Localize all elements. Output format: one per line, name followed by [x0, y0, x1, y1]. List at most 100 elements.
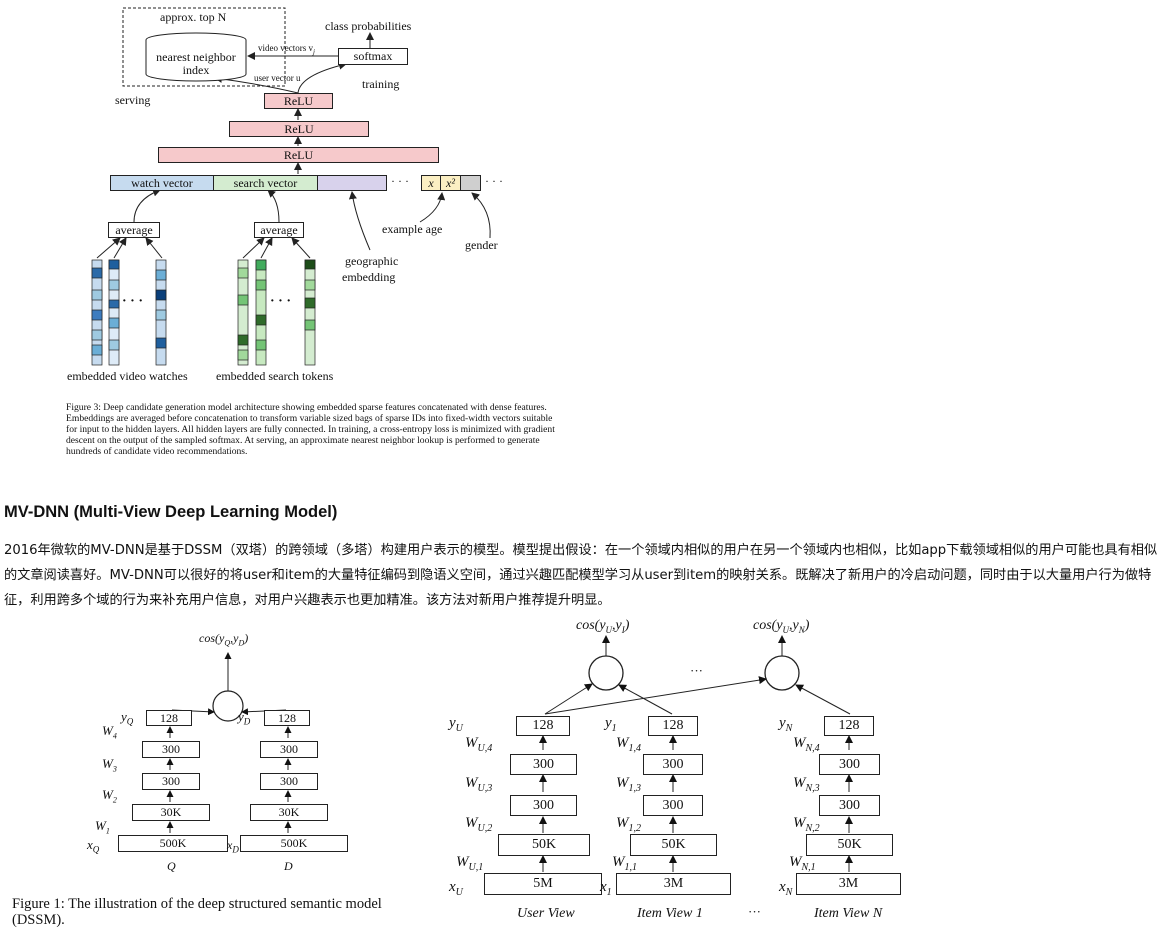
user-view-label: User View	[517, 906, 575, 921]
itemN-w4-sub: N,4	[805, 743, 820, 754]
average-search-label: average	[260, 222, 298, 237]
video-vectors-text: video vectors v	[258, 43, 313, 53]
dssm-w3-text: W	[102, 756, 113, 771]
dssm-w2-label: W2	[102, 787, 117, 805]
item1-w4-label: W1,4	[616, 735, 641, 754]
item1-w4-text: W	[616, 735, 629, 751]
itemN-layer-300a: 300	[819, 754, 880, 775]
user-w3-text: W	[465, 775, 478, 791]
user-5m-label: 5M	[533, 876, 553, 891]
user-x-sub: U	[455, 887, 463, 898]
watch-column-1	[91, 259, 103, 366]
item1-w2-text: W	[616, 815, 629, 831]
dssm-d-layer-30k: 30K	[250, 804, 328, 821]
item1-x-sub: 1	[606, 887, 612, 898]
dssm-d-label: D	[284, 859, 293, 873]
watch-column-3	[155, 259, 167, 366]
dssm-xd-sub: D	[232, 844, 239, 855]
itemN-y-label: yN	[779, 715, 792, 734]
mvdnn-cosN-text: cos(y	[753, 618, 783, 633]
average-watch-label: average	[115, 222, 153, 237]
age-x2-label: x²	[446, 175, 455, 190]
item1-3m-label: 3M	[663, 876, 684, 891]
itemN-w1-label: WN,1	[789, 854, 816, 873]
average-watch: average	[108, 222, 160, 238]
watch-dots: · · ·	[122, 294, 144, 309]
dssm-yd-label: yD	[238, 709, 250, 727]
dssm-d-500k-label: 500K	[280, 836, 308, 850]
itemN-300b-label: 300	[839, 797, 860, 813]
mvdnn-cos1-sub2: I	[621, 624, 625, 635]
dssm-w1-label: W1	[95, 818, 110, 836]
dssm-w1-text: W	[95, 818, 106, 833]
relu-layer-2: ReLU	[229, 121, 369, 137]
relu-layer-3: ReLU	[264, 93, 333, 109]
user-300a-label: 300	[533, 756, 554, 772]
item1-300a-label: 300	[662, 756, 684, 772]
item1-y-label: y1	[605, 715, 617, 734]
dssm-w2-text: W	[102, 787, 113, 802]
softmax-label: softmax	[353, 49, 393, 63]
user-vector-label: user vector u	[254, 73, 301, 83]
itemN-w3-text: W	[793, 775, 806, 791]
embedding-label: embedding	[342, 270, 396, 284]
user-w1-sub: U,1	[468, 862, 484, 873]
mvdnn-bottom-ellipsis: ···	[748, 904, 761, 919]
video-vectors-sub: j	[312, 47, 315, 56]
search-column-3	[304, 259, 316, 366]
user-layer-128: 128	[516, 716, 570, 736]
dssm-cos-sub-d: D	[238, 638, 245, 648]
watch-vector: watch vector	[110, 175, 214, 191]
figure3-caption: Figure 3: Deep candidate generation mode…	[66, 402, 555, 457]
itemN-w3-sub: N,3	[805, 783, 820, 794]
itemN-3m-label: 3M	[838, 876, 859, 891]
dssm-q-30k-label: 30K	[160, 805, 182, 819]
item1-x-label: x1	[600, 879, 612, 898]
user-w4-label: WU,4	[465, 735, 492, 754]
itemN-layer-128: 128	[824, 716, 874, 736]
user-w2-label: WU,2	[465, 815, 492, 834]
approx-top-label: approx. top N	[160, 10, 227, 24]
itemN-w2-text: W	[793, 815, 806, 831]
dssm-xd-label: xD	[227, 838, 239, 854]
item1-300b-label: 300	[662, 797, 684, 813]
section-title: MV-DNN (Multi-View Deep Learning Model)	[4, 503, 338, 521]
item1-layer-128: 128	[648, 716, 698, 736]
dots-2: · · ·	[485, 174, 503, 188]
dssm-w3-label: W3	[102, 756, 117, 774]
item1-layer-3m: 3M	[616, 873, 731, 895]
watch-vector-label: watch vector	[131, 175, 193, 190]
user-y-label: yU	[449, 715, 463, 734]
dssm-d-layer-300b: 300	[260, 773, 318, 790]
search-column-2	[255, 259, 267, 366]
dssm-w4-sub: 4	[112, 731, 117, 741]
user-300b-label: 300	[533, 797, 554, 813]
user-y-sub: U	[455, 723, 463, 734]
dssm-q-300b-label: 300	[162, 774, 180, 788]
item1-w3-label: W1,3	[616, 775, 641, 794]
dssm-xq-label: xQ	[87, 837, 99, 855]
user-w3-sub: U,3	[477, 783, 493, 794]
item1-x-text: x	[600, 879, 607, 895]
section-body: 2016年微软的MV-DNN是基于DSSM（双塔）的跨领域（多塔）构建用户表示的…	[4, 543, 1158, 608]
itemN-50k-label: 50K	[837, 837, 862, 852]
dssm-w3-sub: 3	[112, 764, 117, 774]
softmax-box: softmax	[338, 48, 408, 65]
item1-y-text: y	[605, 715, 612, 731]
user-w1-label: WU,1	[456, 854, 483, 873]
user-w3-label: WU,3	[465, 775, 492, 794]
item1-layer-50k: 50K	[630, 834, 717, 856]
user-layer-300b: 300	[510, 795, 577, 816]
dssm-d-30k-label: 30K	[278, 805, 300, 819]
item1-w2-label: W1,2	[616, 815, 641, 834]
user-layer-300a: 300	[510, 754, 577, 775]
user-w4-text: W	[465, 735, 478, 751]
example-age-label: example age	[382, 222, 443, 236]
dssm-yd-sub: D	[243, 716, 251, 727]
itemN-128-label: 128	[838, 718, 860, 733]
dots-1: · · ·	[391, 174, 409, 188]
itemN-w2-sub: N,2	[805, 823, 820, 834]
geographic-label: geographic	[345, 254, 399, 268]
dssm-w2-sub: 2	[112, 795, 117, 805]
